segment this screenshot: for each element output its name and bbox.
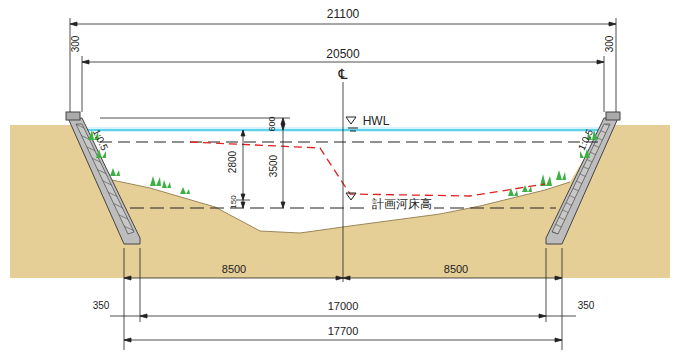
- dimension-text: 300: [71, 36, 81, 53]
- dimension-text: 21100: [327, 8, 359, 20]
- dimension-text: 8500: [222, 264, 246, 275]
- dimension-text: 350: [93, 301, 110, 311]
- right-blocks: [552, 124, 610, 234]
- hwl-mark: [346, 117, 356, 124]
- dimension-text: 2800: [228, 151, 238, 173]
- centerline: [343, 82, 344, 282]
- centerline-symbol: ℄: [339, 67, 348, 81]
- dimension-lines: [70, 18, 616, 350]
- left-wall: [68, 118, 140, 244]
- dashed-line: [100, 142, 600, 143]
- left-cap: [66, 112, 80, 120]
- right-wall: [546, 118, 618, 244]
- right-cap: [606, 112, 620, 120]
- river-bed: [112, 180, 570, 233]
- dimension-text: 17000: [328, 301, 359, 312]
- dimension-text: 17700: [328, 326, 359, 337]
- dimension-text: 3500: [269, 155, 279, 177]
- level-label: HWL: [363, 115, 390, 127]
- dimension-text: 150: [230, 195, 238, 208]
- dimension-text: 300: [605, 36, 615, 53]
- level-label: 計画河床高: [370, 197, 434, 211]
- dimension-text: 600: [268, 116, 277, 131]
- dimension-text: 350: [578, 301, 595, 311]
- bed-mark: [346, 193, 356, 200]
- left-blocks: [76, 124, 134, 234]
- dimension-text: 8500: [444, 264, 468, 275]
- dimension-text: 20500: [326, 48, 359, 60]
